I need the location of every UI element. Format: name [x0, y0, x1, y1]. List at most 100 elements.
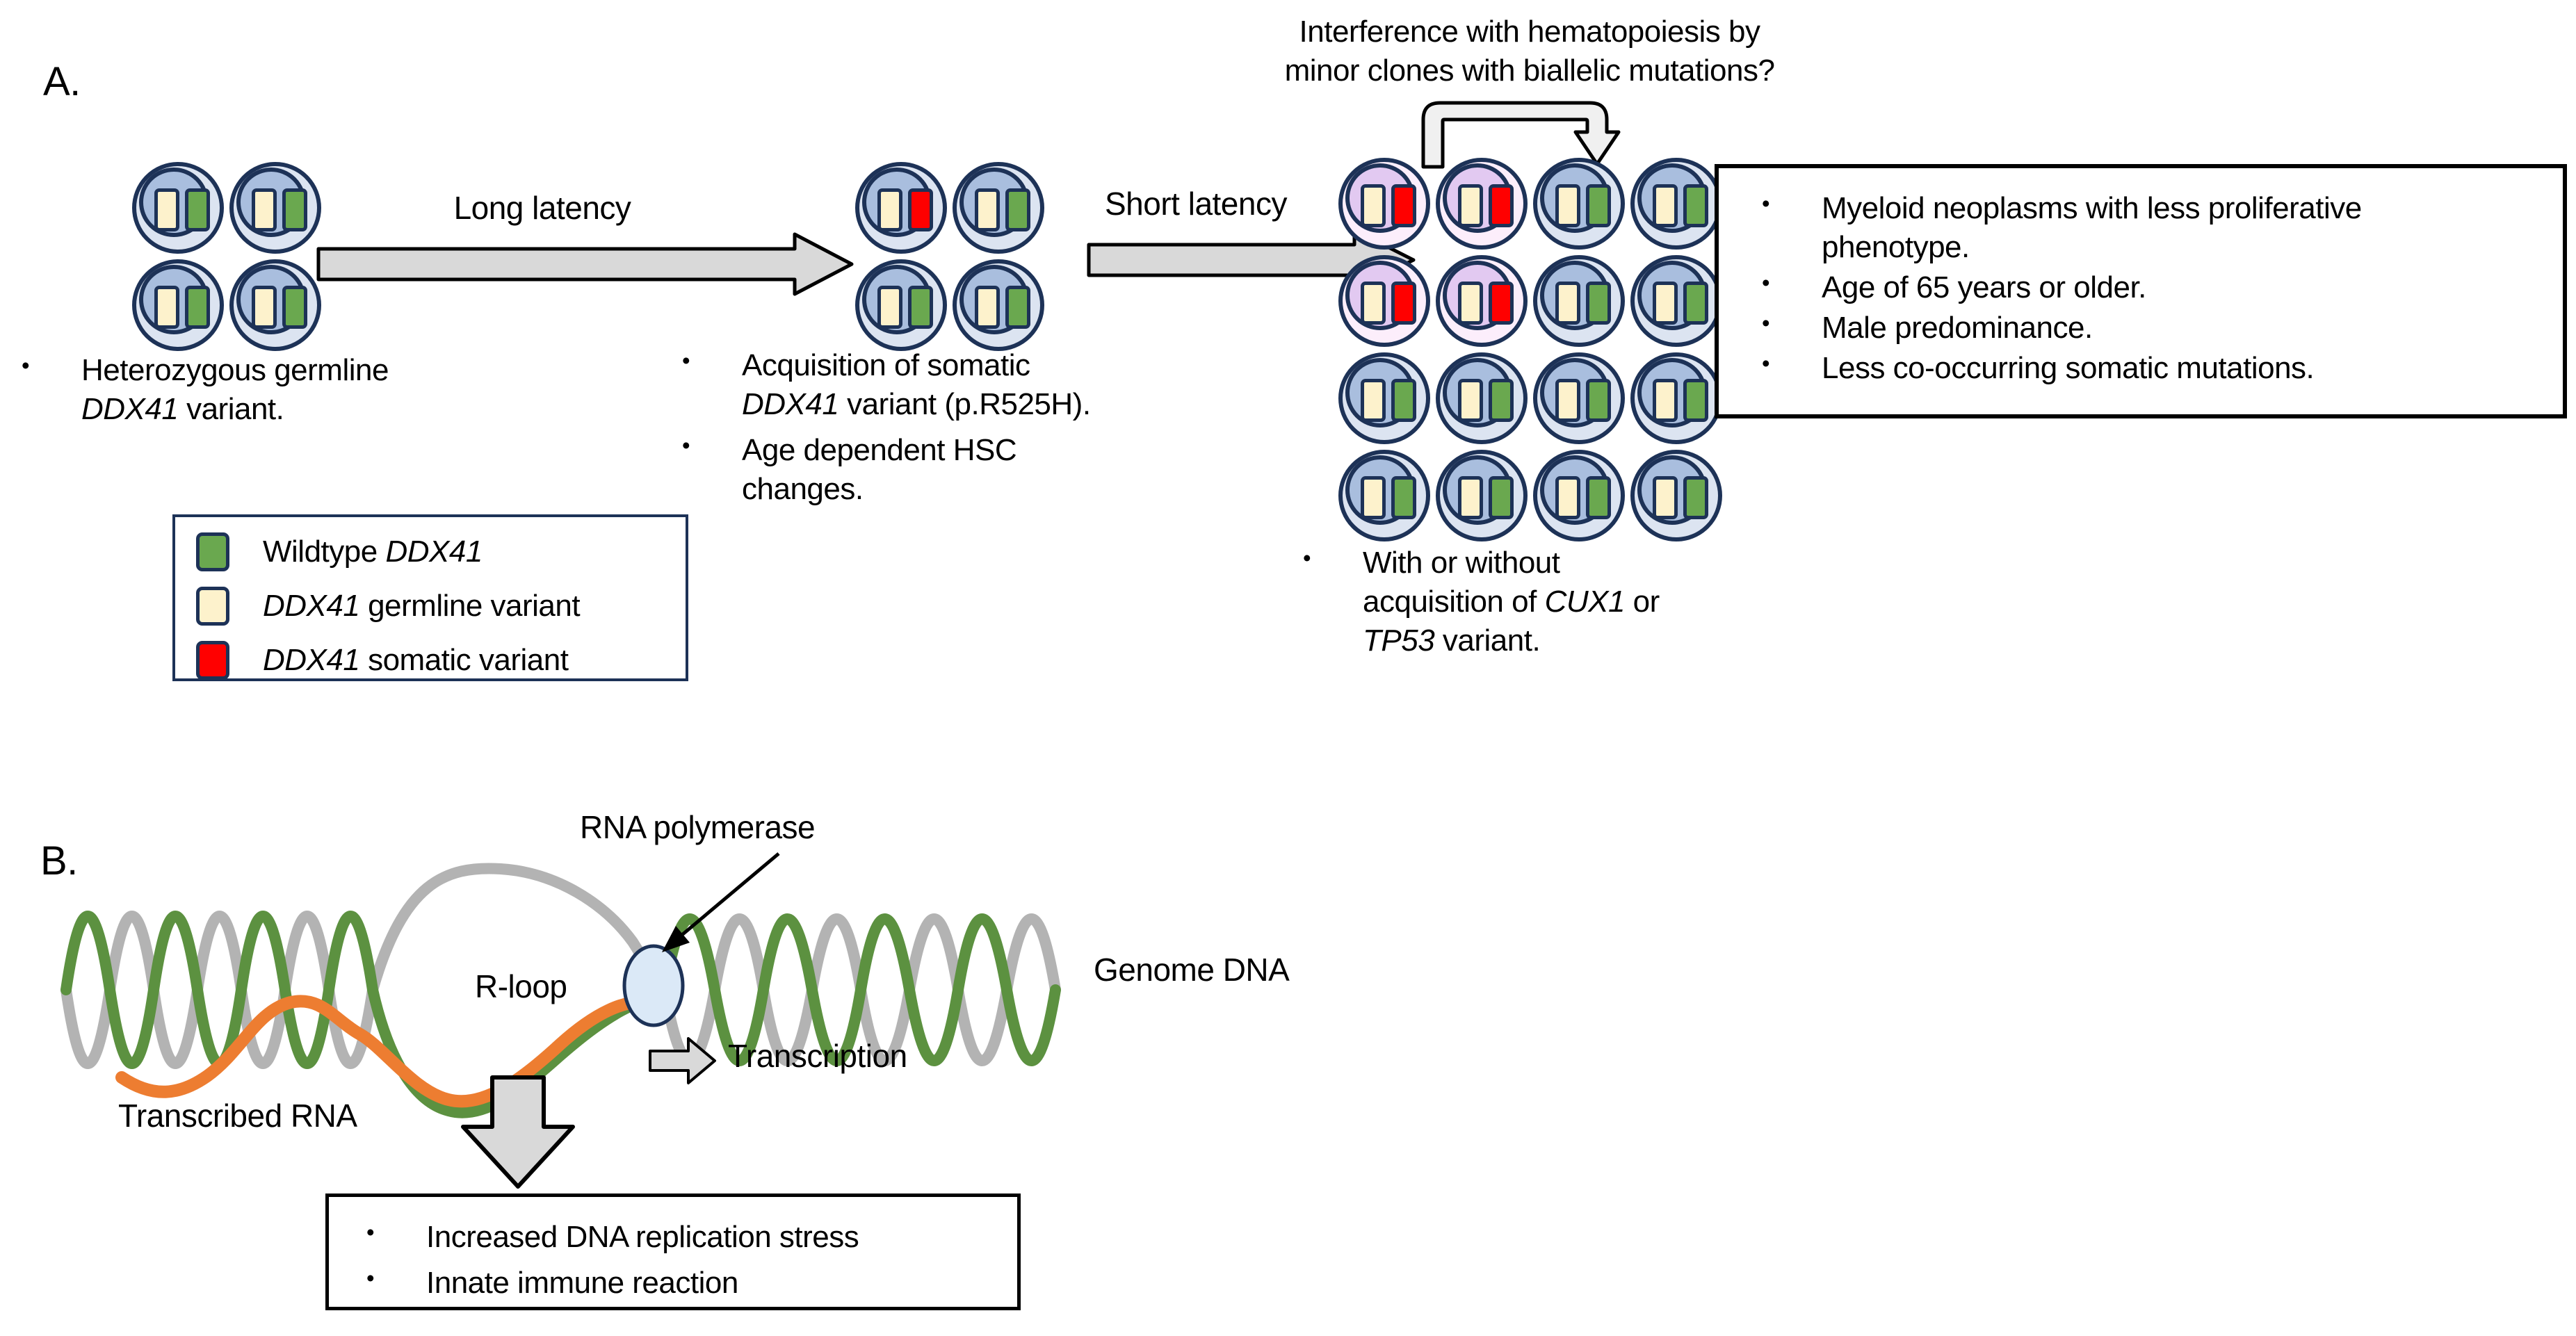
rna-polymerase-pointer-arrowhead [662, 926, 690, 952]
cell-nucleus [1637, 261, 1708, 330]
genome-dna-green-strand [60, 911, 647, 1118]
cell [132, 162, 224, 254]
allele-green [1489, 476, 1514, 519]
cell-nucleus [1345, 163, 1416, 233]
allele-cream [1555, 282, 1580, 325]
down-arrow-icon [461, 1075, 575, 1189]
cell-nucleus [139, 265, 210, 334]
cell [1630, 352, 1722, 444]
cell [953, 162, 1044, 254]
allele-green [1391, 476, 1416, 519]
cell [1338, 450, 1430, 541]
cell-nucleus [959, 168, 1030, 237]
cell-nucleus [1345, 358, 1416, 427]
legend-swatch-cream [196, 587, 229, 626]
genome-dna-green-strand-right [659, 913, 1061, 1066]
allele-green [908, 286, 933, 329]
allele-cream [154, 286, 179, 329]
allele-green [1005, 286, 1030, 329]
cell [1630, 255, 1722, 347]
cell [229, 162, 321, 254]
outcome-box: Myeloid neoplasms with less proliferativ… [1715, 164, 2567, 418]
bullet-item: Increased DNA replication stress [362, 1218, 1003, 1257]
cell-nucleus [1637, 163, 1708, 233]
legend-swatch-red [196, 641, 229, 680]
panel-b-label: B. [40, 838, 78, 883]
dna-helix-diagram [60, 852, 1061, 1118]
allele-green [1683, 476, 1708, 519]
allele-cream [154, 188, 179, 231]
allele-cream [1458, 476, 1483, 519]
cell [1630, 450, 1722, 541]
cell-nucleus [1540, 163, 1611, 233]
legend-row: Wildtype DDX41 [196, 532, 686, 571]
cell-nucleus [862, 265, 933, 334]
allele-red [908, 188, 933, 231]
allele-cream [1361, 379, 1386, 422]
short-latency-label: Short latency [1105, 186, 1287, 222]
allele-green [282, 188, 307, 231]
cell-nucleus [862, 168, 933, 237]
legend-row: DDX41 germline variant [196, 587, 686, 626]
allele-green [1586, 282, 1611, 325]
cell-nucleus [1443, 455, 1514, 525]
allele-cream [1555, 184, 1580, 227]
outcome-list: Myeloid neoplasms with less proliferativ… [1758, 189, 2549, 387]
rna-polymerase-label: RNA polymerase [580, 809, 816, 845]
transcription-arrow-icon [649, 1037, 716, 1084]
allele-cream [1653, 379, 1678, 422]
bullet-item: Age of 65 years or older. [1758, 268, 2549, 307]
allele-cream [877, 188, 902, 231]
allele-cream [1653, 282, 1678, 325]
allele-green [1683, 184, 1708, 227]
allele-cream [1361, 184, 1386, 227]
allele-green [1586, 184, 1611, 227]
cell [1436, 352, 1528, 444]
allele-cream [252, 286, 277, 329]
transcription-label: Transcription [728, 1038, 907, 1074]
allele-cream [1361, 282, 1386, 325]
cell-nucleus [1443, 358, 1514, 427]
r-loop-label: R-loop [475, 968, 567, 1004]
bullet-item: Male predominance. [1758, 309, 2549, 348]
cell [1630, 158, 1722, 250]
allele-green [1683, 282, 1708, 325]
panel-a-label: A. [43, 59, 81, 104]
cell [1533, 158, 1625, 250]
hsc-grid-expanded [1338, 158, 1722, 541]
allele-green [185, 188, 210, 231]
allele-red [1391, 184, 1416, 227]
cell [1338, 255, 1430, 347]
cell-nucleus [1637, 455, 1708, 525]
allele-cream [877, 286, 902, 329]
allele-cream [1458, 379, 1483, 422]
cell [1338, 352, 1430, 444]
bracket-arrow-icon [1421, 101, 1621, 169]
allele-cream [1361, 476, 1386, 519]
cell [855, 259, 947, 351]
legend-label: Wildtype DDX41 [263, 535, 483, 569]
allele-green [1489, 379, 1514, 422]
cell [1533, 450, 1625, 541]
cell [1436, 255, 1528, 347]
cell-nucleus [1637, 358, 1708, 427]
allele-cream [1458, 184, 1483, 227]
allele-cream [975, 188, 1000, 231]
allele-cream [252, 188, 277, 231]
bullet-item: Less co-occurring somatic mutations. [1758, 349, 2549, 388]
cell [1436, 158, 1528, 250]
allele-red [1489, 282, 1514, 325]
bullet-item: Innate immune reaction [362, 1264, 1003, 1303]
cell [1338, 158, 1430, 250]
allele-red [1489, 184, 1514, 227]
cell [1436, 450, 1528, 541]
